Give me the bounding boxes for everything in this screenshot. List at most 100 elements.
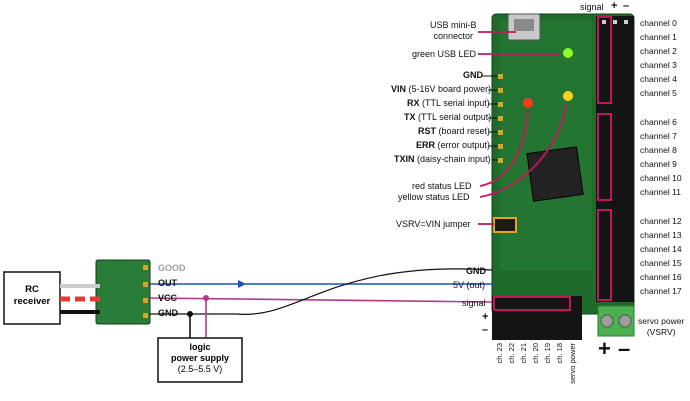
servo-power-minus: – bbox=[618, 336, 631, 361]
rst-pin-name: RST bbox=[418, 126, 436, 136]
channel-10-label: channel 10 bbox=[640, 173, 682, 183]
usb-connector-label: USB mini-B connector bbox=[430, 20, 477, 42]
vin-pin-desc: (5-16V board power) bbox=[408, 84, 492, 94]
minus-header-label: – bbox=[623, 0, 630, 12]
green-usb-led bbox=[563, 48, 573, 58]
channel-11-label: channel 11 bbox=[640, 187, 681, 197]
servo-power-label-line2: (VSRV) bbox=[646, 327, 676, 337]
lps-line2: power supply bbox=[170, 353, 229, 363]
gnd-pin-label: GND bbox=[463, 70, 483, 80]
channel-2-label: channel 2 bbox=[640, 46, 677, 56]
channel-16-label: channel 16 bbox=[640, 272, 682, 282]
out-label: OUT bbox=[158, 278, 177, 288]
channel-17-label: channel 17 bbox=[640, 286, 682, 296]
servo-header-block bbox=[596, 16, 634, 302]
gnd-left-label: GND bbox=[158, 308, 178, 318]
signal-converter-board bbox=[95, 259, 151, 325]
channel-1-label: channel 1 bbox=[640, 32, 677, 42]
rx-pin-desc: (TTL serial input) bbox=[422, 98, 490, 108]
signal-row-highlight bbox=[493, 296, 571, 311]
red-status-led bbox=[523, 98, 533, 108]
rx-pin-label: RX (TTL serial input) bbox=[407, 98, 490, 109]
servo-header-pins bbox=[602, 20, 628, 24]
vcc-wire bbox=[149, 297, 493, 303]
err-pin-name: ERR bbox=[416, 140, 436, 150]
channel-15-label: channel 15 bbox=[640, 258, 682, 268]
vsrv-jumper bbox=[493, 217, 517, 233]
channel-12-label: channel 12 bbox=[640, 216, 682, 226]
servo-power-plus: + bbox=[598, 336, 611, 361]
logic-pins bbox=[498, 74, 503, 163]
txin-pin-desc: (daisy-chain input) bbox=[417, 154, 491, 164]
yellow-status-led bbox=[563, 91, 573, 101]
minus-row-label: – bbox=[482, 324, 489, 336]
vcc-label: VCC bbox=[158, 293, 178, 303]
channel-group-0-5-highlight bbox=[597, 16, 612, 104]
channel-3-label: channel 3 bbox=[640, 60, 677, 70]
vsrv-jumper-label: VSRV=VIN jumper bbox=[396, 219, 471, 229]
channel-6-label: channel 6 bbox=[640, 117, 677, 127]
bottom-ch-21-label: ch. 21 bbox=[519, 343, 528, 364]
bottom-servo-power-label: servo power bbox=[568, 343, 577, 384]
tx-pin-name: TX bbox=[404, 112, 416, 122]
bottom-header-block bbox=[492, 296, 582, 340]
channel-9-label: channel 9 bbox=[640, 159, 677, 169]
lps-line3: (2.5–5.5 V) bbox=[177, 364, 223, 374]
channel-13-label: channel 13 bbox=[640, 230, 682, 240]
txin-pin-name: TXIN bbox=[394, 154, 415, 164]
usb-connector-label-line1: USB mini-B bbox=[430, 20, 477, 30]
gnd-wire bbox=[150, 268, 493, 316]
usb-connector-label-line2: connector bbox=[433, 31, 474, 41]
logic-power-supply-box bbox=[157, 337, 243, 383]
bottom-ch-22-label: ch. 22 bbox=[507, 343, 516, 364]
channel-group-6-11-highlight bbox=[597, 113, 612, 201]
signal-row-label: signal bbox=[462, 298, 486, 308]
vin-pin-label: VIN (5-16V board power) bbox=[391, 84, 491, 95]
red-led-label: red status LED bbox=[412, 181, 472, 191]
logic-power-supply-label: logic power supply (2.5–5.5 V) bbox=[159, 342, 241, 375]
channel-14-label: channel 14 bbox=[640, 244, 682, 254]
rx-pin-name: RX bbox=[407, 98, 420, 108]
rc-receiver-line1: RC bbox=[25, 284, 39, 295]
err-pin-desc: (error output) bbox=[437, 140, 491, 150]
plus-header-label: + bbox=[611, 0, 618, 12]
good-label: GOOD bbox=[158, 263, 186, 273]
plus-row-label: + bbox=[482, 311, 489, 323]
lps-line1: logic bbox=[189, 342, 211, 352]
channel-group-12-17-highlight bbox=[597, 209, 612, 301]
rc-receiver-line2: receiver bbox=[13, 296, 51, 307]
channel-7-label: channel 7 bbox=[640, 131, 677, 141]
rc-receiver-label: RC receiver bbox=[5, 284, 59, 308]
tx-pin-label: TX (TTL serial output) bbox=[404, 112, 491, 123]
rst-pin-desc: (board reset) bbox=[438, 126, 491, 136]
pin-leader-lines bbox=[482, 75, 497, 161]
vin-pin-name: VIN bbox=[391, 84, 407, 94]
microcontroller-chip bbox=[526, 146, 584, 202]
callout-lines bbox=[478, 31, 567, 225]
channel-5-label: channel 5 bbox=[640, 88, 677, 98]
rst-pin-label: RST (board reset) bbox=[418, 126, 490, 137]
bottom-ch-18-label: ch. 18 bbox=[555, 343, 564, 364]
servo-power-label: servo power (VSRV) bbox=[638, 316, 684, 338]
terminal-screw-minus bbox=[618, 314, 632, 328]
yellow-led-label: yellow status LED bbox=[398, 192, 470, 202]
5v-out-label: 5V (out) bbox=[453, 280, 486, 290]
usb-connector-port bbox=[514, 19, 534, 31]
out-arrow bbox=[238, 280, 246, 288]
bottom-ch-19-label: ch. 19 bbox=[543, 343, 552, 364]
tx-pin-desc: (TTL serial output) bbox=[418, 112, 492, 122]
err-pin-label: ERR (error output) bbox=[416, 140, 490, 151]
signal-header-label: signal bbox=[580, 2, 604, 12]
servo-power-label-line1: servo power bbox=[638, 316, 685, 326]
channel-0-label: channel 0 bbox=[640, 18, 677, 28]
bottom-ch-23-label: ch. 23 bbox=[495, 343, 504, 364]
channel-4-label: channel 4 bbox=[640, 74, 677, 84]
green-led-label: green USB LED bbox=[412, 49, 477, 59]
terminal-screw-plus bbox=[600, 314, 614, 328]
bottom-ch-20-label: ch. 20 bbox=[531, 343, 540, 364]
gnd-right-label: GND bbox=[466, 266, 486, 276]
channel-8-label: channel 8 bbox=[640, 145, 677, 155]
txin-pin-label: TXIN (daisy-chain input) bbox=[394, 154, 491, 165]
